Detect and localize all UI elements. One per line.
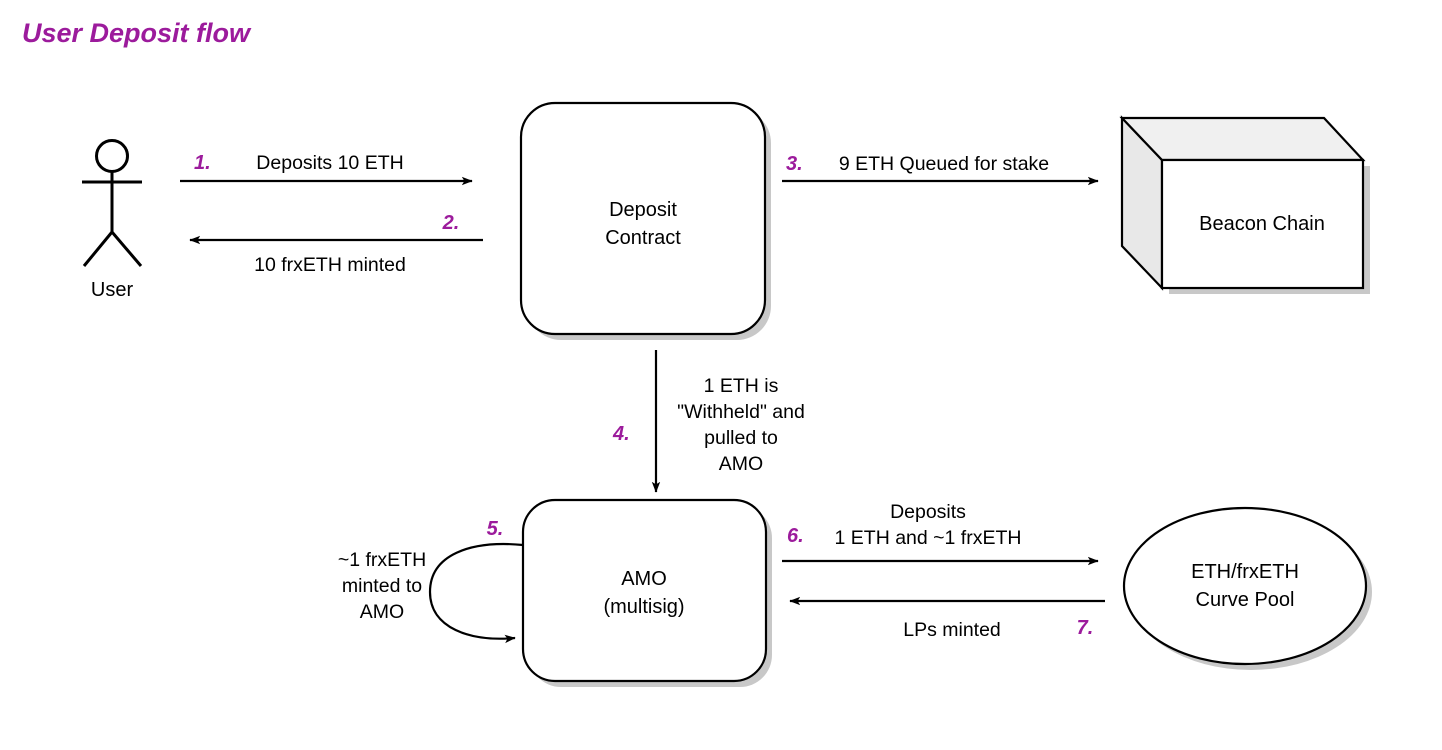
step-5-label-line3: AMO xyxy=(360,601,404,623)
node-curve-pool[interactable]: ETH/frxETH Curve Pool xyxy=(1122,506,1372,670)
step-5-label-line1: ~1 frxETH xyxy=(338,549,426,571)
page-title: User Deposit flow xyxy=(22,18,252,48)
beacon-chain-front-face xyxy=(1160,158,1365,290)
curve-pool-label-line1: ETH/frxETH xyxy=(1191,561,1299,583)
curve-pool-ellipse xyxy=(1122,506,1368,666)
deposit-contract-box xyxy=(519,101,767,336)
step-4-label-line2: "Withheld" and xyxy=(677,401,805,423)
beacon-chain-label: Beacon Chain xyxy=(1199,213,1325,235)
step-3-label: 9 ETH Queued for stake xyxy=(839,153,1049,175)
edge-step-7: 7. LPs minted xyxy=(789,596,1105,641)
step-4-label-line1: 1 ETH is xyxy=(704,375,779,397)
node-beacon-chain[interactable]: Beacon Chain xyxy=(1119,115,1370,294)
edge-step-5: 5. ~1 frxETH minted to AMO xyxy=(338,518,524,644)
user-legs-icon xyxy=(82,231,143,267)
edge-step-6: 6. Deposits 1 ETH and ~1 frxETH xyxy=(782,501,1099,566)
edge-step-1: 1. Deposits 10 ETH xyxy=(180,152,473,186)
step-2-label: 10 frxETH minted xyxy=(254,254,406,276)
node-deposit-contract[interactable]: Deposit Contract xyxy=(519,101,771,340)
step-6-label-line2: 1 ETH and ~1 frxETH xyxy=(835,527,1022,549)
step-7-number: 7. xyxy=(1077,617,1094,639)
step-4-number: 4. xyxy=(612,423,630,445)
beacon-chain-top-face xyxy=(1119,116,1366,162)
step-5-self-loop-arrow xyxy=(428,543,524,644)
step-7-label: LPs minted xyxy=(903,619,1001,641)
node-amo[interactable]: AMO (multisig) xyxy=(521,498,772,687)
edge-step-3: 3. 9 ETH Queued for stake xyxy=(782,153,1099,186)
edge-step-2: 2. 10 frxETH minted xyxy=(189,212,483,276)
deposit-contract-label-line2: Contract xyxy=(605,227,681,249)
step-1-number: 1. xyxy=(194,152,211,174)
step-3-number: 3. xyxy=(786,153,803,175)
step-5-label-line2: minted to xyxy=(342,575,422,597)
step-6-number: 6. xyxy=(787,525,804,547)
amo-label-line2: (multisig) xyxy=(603,596,684,618)
step-5-number: 5. xyxy=(487,518,504,540)
curve-pool-label-line2: Curve Pool xyxy=(1196,589,1295,611)
node-user: User xyxy=(82,139,143,301)
amo-box xyxy=(521,498,768,683)
user-label: User xyxy=(91,279,134,301)
step-2-number: 2. xyxy=(442,212,460,234)
step-6-label-line1: Deposits xyxy=(890,501,966,523)
amo-label-line1: AMO xyxy=(621,568,667,590)
user-head-icon xyxy=(95,139,129,173)
deposit-contract-label-line1: Deposit xyxy=(609,199,677,221)
step-1-label: Deposits 10 ETH xyxy=(256,152,403,174)
edge-step-4: 4. 1 ETH is "Withheld" and pulled to AMO xyxy=(612,350,805,493)
step-4-label-line3: pulled to xyxy=(704,427,778,449)
step-4-label-line4: AMO xyxy=(719,453,763,475)
